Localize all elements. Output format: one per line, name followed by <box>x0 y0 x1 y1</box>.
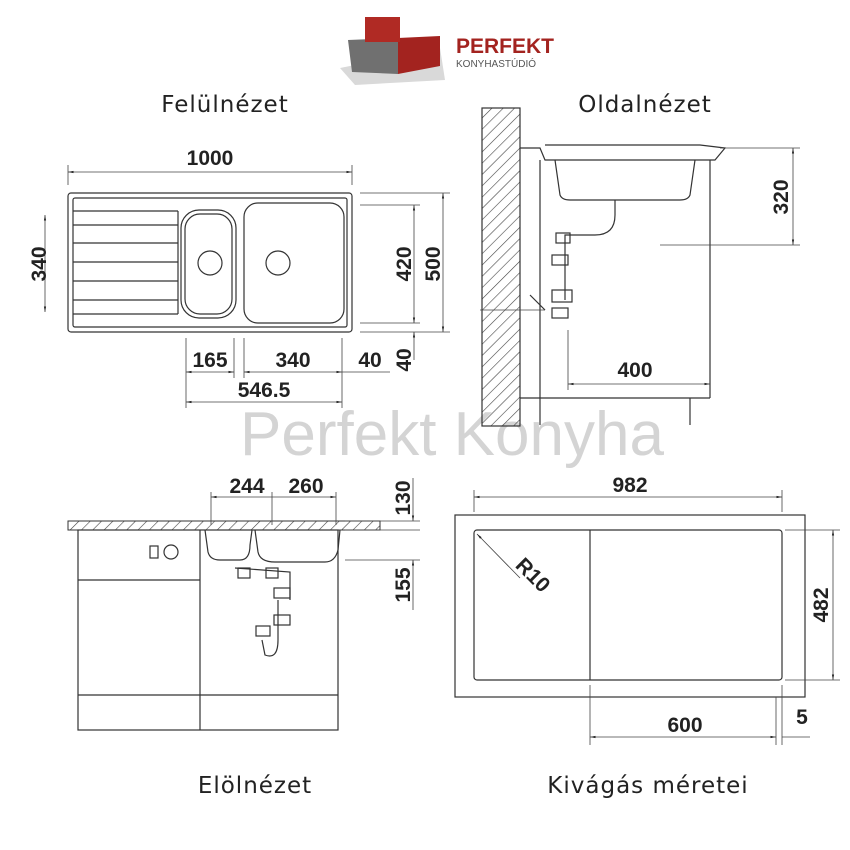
dim-h1: 130 <box>392 480 415 515</box>
dim-gap: 5 <box>796 706 808 729</box>
dim-h2: 155 <box>392 567 415 602</box>
logo: PERFEKT KONYHASTÚDIÓ <box>340 17 554 85</box>
dim-radius: R10 <box>511 554 555 598</box>
caption-front-view: Elölnézet <box>198 773 312 799</box>
dim-cut-width: 982 <box>612 474 647 497</box>
dim-outer: 500 <box>422 246 445 281</box>
dim-width: 1000 <box>187 147 234 170</box>
dim-offset: 400 <box>617 359 652 382</box>
watermark: Perfekt Konyha <box>240 400 664 469</box>
top-view: 1000 340 420 500 40 165 <box>28 147 450 408</box>
caption-cutout: Kivágás méretei <box>547 773 748 799</box>
dim-depth: 320 <box>770 179 793 214</box>
dim-inner: 420 <box>393 246 416 281</box>
side-view: 320 400 <box>480 107 800 427</box>
dim-cut-height: 482 <box>810 587 833 622</box>
dim-big: 260 <box>288 475 323 498</box>
dim-part: 600 <box>667 714 702 737</box>
logo-subtitle: KONYHASTÚDIÓ <box>456 57 536 70</box>
logo-brand: PERFEKT <box>456 35 554 58</box>
dim-big-bowl: 340 <box>275 349 310 372</box>
dim-span: 546.5 <box>238 379 291 402</box>
dim-small-bowl: 165 <box>192 349 227 372</box>
caption-top-view: Felülnézet <box>161 92 288 118</box>
dim-edge-v: 40 <box>393 348 416 371</box>
dim-small: 244 <box>229 475 264 498</box>
front-view: 244 260 130 155 <box>67 475 420 731</box>
dim-edge: 40 <box>358 349 381 372</box>
caption-side-view: Oldalnézet <box>578 92 712 118</box>
cutout-view: 982 R10 482 600 5 <box>454 474 840 745</box>
dim-drainer: 340 <box>28 246 51 281</box>
